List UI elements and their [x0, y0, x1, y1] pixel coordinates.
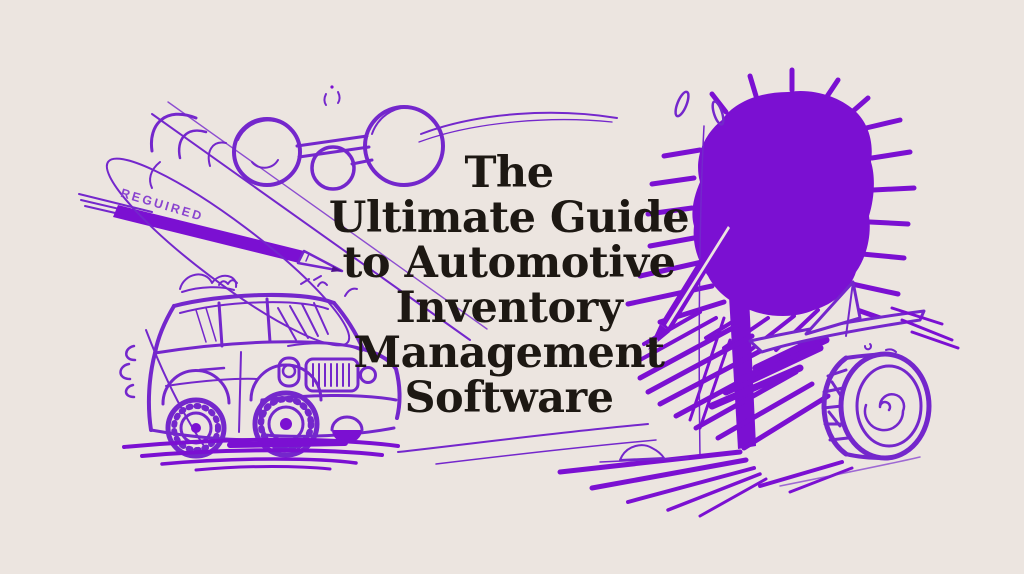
hatch-strokes	[637, 310, 840, 451]
title-line: Ultimate Guide	[328, 193, 690, 243]
exhaust-puffs	[119, 344, 137, 399]
title-line: to Automotive	[342, 238, 676, 288]
rock-sketch	[599, 444, 689, 463]
title-line: Software	[404, 373, 614, 423]
title-line: Inventory	[395, 283, 623, 333]
falling-leaves	[674, 90, 725, 126]
ground-strokes	[397, 423, 768, 518]
page-title: The Ultimate Guide to Automotive Invento…	[289, 151, 729, 421]
paper-plane-sketch	[748, 280, 960, 354]
tire-sketch	[758, 343, 932, 494]
glasses-sketch	[149, 85, 445, 191]
title-line: The	[464, 148, 554, 198]
title-line: Management	[353, 328, 666, 378]
car-shadow-strokes	[122, 437, 400, 472]
car-sketch	[146, 273, 402, 459]
pencil-sketch	[78, 157, 351, 453]
